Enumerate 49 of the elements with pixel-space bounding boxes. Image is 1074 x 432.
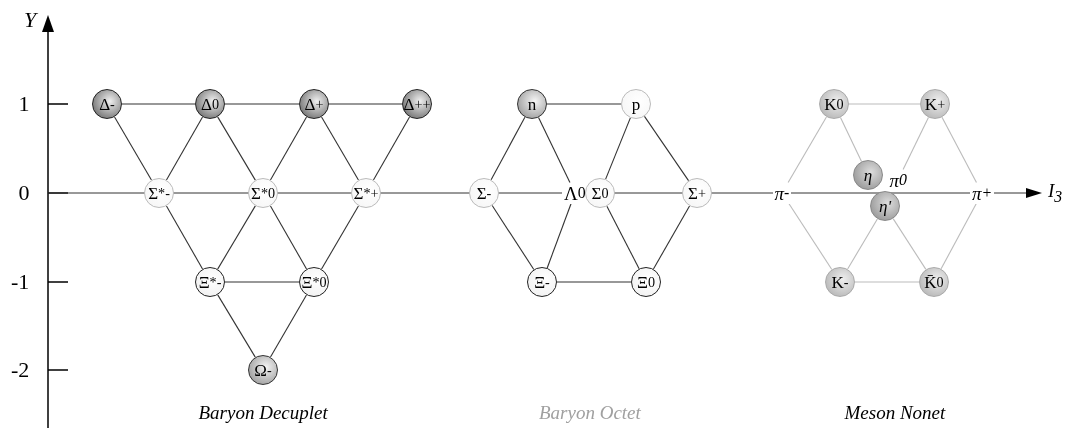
connector-line [902, 116, 929, 171]
connector-line [788, 202, 833, 270]
connector-line [269, 294, 308, 358]
connector-line [121, 103, 196, 105]
particle-circle: n [517, 89, 547, 119]
connector-line [321, 205, 359, 270]
connector-line [546, 202, 572, 269]
connector-line [490, 116, 526, 181]
connector-line [165, 116, 204, 181]
connector-line [224, 103, 300, 105]
connector-line [538, 116, 571, 184]
connector-line [114, 116, 152, 181]
connector-line [643, 115, 690, 182]
tick-label: -1 [11, 271, 30, 293]
connector-line [847, 218, 878, 270]
connector-line [839, 117, 863, 162]
connector-line [269, 205, 308, 270]
axis-title: Y [24, 9, 37, 31]
connector-line [269, 116, 308, 181]
tick-label: -2 [11, 359, 30, 381]
connector-line [556, 281, 632, 283]
diagram-caption: Baryon Decuplet [198, 402, 328, 422]
connector-line [165, 205, 204, 270]
particle-circle: η [853, 160, 883, 190]
connector-line [321, 116, 359, 181]
connector-line [328, 103, 403, 105]
connector-line [606, 205, 640, 270]
tick-label: 1 [18, 93, 30, 115]
connector-line [217, 294, 256, 358]
connector-line [217, 116, 256, 181]
diagram-caption: Meson Nonet [844, 402, 946, 422]
connector-line [892, 218, 927, 270]
connector-line [941, 116, 977, 184]
connector-line [787, 116, 827, 184]
connector-line [372, 116, 411, 181]
connector-line [224, 281, 300, 283]
particle-circle: η' [870, 191, 900, 221]
tick-label: 0 [18, 182, 30, 204]
connector-line [217, 205, 256, 270]
connector-line [491, 205, 535, 270]
connector-line [546, 103, 622, 105]
connector-line [652, 205, 691, 270]
axis-title: I$_{3}$ [1048, 181, 1063, 205]
diagram-caption: Baryon Octet [539, 402, 641, 422]
connector-line [848, 103, 921, 105]
particle-circle: p [621, 89, 651, 119]
connector-line [854, 281, 920, 283]
connector-line [940, 202, 977, 270]
connector-line [605, 117, 631, 180]
